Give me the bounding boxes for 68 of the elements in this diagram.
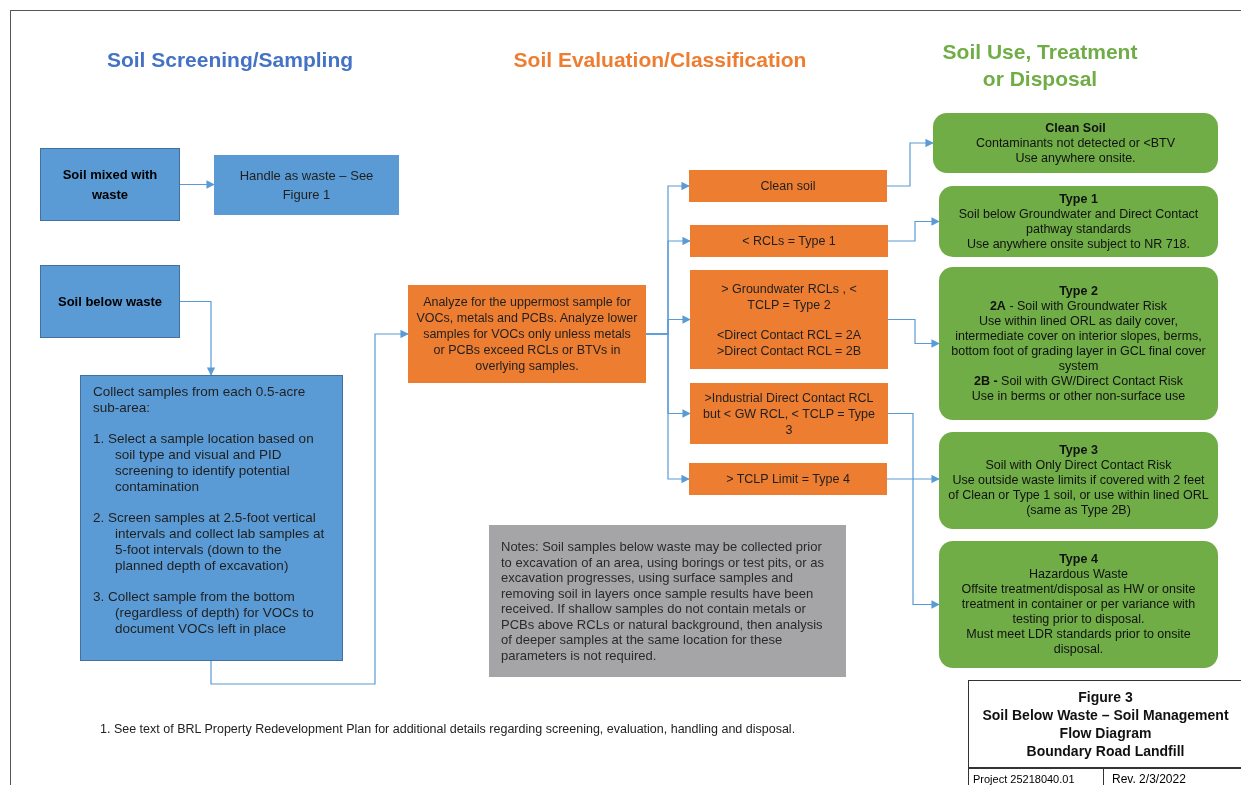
column-heading: Soil Screening/Sampling [105,47,355,73]
outcome-box [939,186,1218,257]
classification-box [689,170,887,202]
box-text: >Industrial Direct Contact RCL but < GW RCL, < TCLP = Type 3 [702,389,876,438]
column-heading: Soil Use, Treatment or Disposal [941,39,1139,92]
box-text: Collect samples from each 0.5-acre sub-area: [93,384,307,416]
footnote: 1. See text of BRL Property Redevelopment Plan for additional details regarding screening, evaluation, handling and disposal. [100,721,796,738]
arrow [179,300,216,376]
outcome-box [939,541,1218,668]
classification-box [689,463,887,495]
box-text: Offsite treatment/disposal as HW or onsite treatment in container or per variance with testing prior to disposal. [960,582,1197,627]
box-text: 2. Screen samples at 2.5-foot vertical intervals and collect lab samples at 5-foot intervals (down to the planned depth of excavation) [93,510,326,574]
column-heading: Soil Evaluation/Classification [512,47,808,73]
box-text: < RCLs = Type 1 [742,233,836,249]
outcome-box [939,267,1218,420]
process-box [80,375,343,661]
box-text: Hazardous Waste [1029,567,1128,582]
arrow [886,474,940,484]
box-text: Type 1 [1059,191,1098,207]
box-text: Soil mixed with waste [61,166,159,204]
arrow [645,333,690,484]
project-number: Project 25218040.01 [968,768,1104,785]
process-box [214,155,399,215]
box-text: Analyze for the uppermost sample for VOCs, metals and PCBs. Analyze lower samples for VOCs only unless metals or PCBs exceed RCLs or BTVs in overlying samples. [416,294,638,374]
box-text: 1. Select a sample location based on soil type and visual and PID screening to identify potential contamination [93,431,315,495]
box-text: Soil with Only Direct Contact Risk [985,458,1172,473]
box-text: Type 3 [1059,443,1098,458]
box-text: Clean Soil [1045,120,1106,136]
arrow [887,217,940,242]
title-block [968,680,1241,768]
classification-box [690,270,888,369]
box-text: Use outside waste limits if covered with 2 feet of Clean or Type 1 soil, or use within lined ORL (same as Type 2B) [947,473,1210,518]
box-text: <Direct Contact RCL = 2A >Direct Contact RCL = 2B [715,326,862,359]
classification-box [408,285,646,383]
outcome-box [933,113,1218,173]
box-text: Use anywhere onsite. [1015,150,1136,166]
box-text: > TCLP Limit = Type 4 [726,471,850,487]
box-text: Boundary Road Landfill [1026,742,1185,760]
box-text: Handle as waste – See Figure 1 [238,166,375,204]
box-text: Soil Below Waste – Soil Management Flow Diagram [981,706,1230,742]
process-box [40,148,180,221]
classification-box [690,383,888,444]
arrow [210,329,409,685]
box-text: Clean soil [760,178,816,194]
box-text: Contaminants not detected or <BTV [975,135,1176,151]
box-text: Type 2 [1059,283,1098,299]
revision-date: Rev. 2/3/2022 [1103,768,1241,785]
classification-box [690,225,888,257]
box-text: 3. Collect sample from the bottom (regardless of depth) for VOCs to document VOCs left in place [93,589,315,637]
outcome-box [939,432,1218,529]
box-text: Type 4 [1059,552,1098,567]
box-text: Must meet LDR standards prior to onsite disposal. [965,627,1192,657]
box-text: Figure 3 [1078,688,1133,706]
note-box [489,525,846,677]
arrow [179,180,215,189]
box-text: 2B - Soil with GW/Direct Contact Risk [973,373,1184,389]
box-text: > Groundwater RCLs , < TCLP = Type 2 [720,280,858,313]
box-text: 2A - Soil with Groundwater Risk [989,298,1168,314]
box-text: Use within lined ORL as daily cover, intermediate cover on interior slopes, berms, bottom foot of grading layer in GCL final cover system [950,313,1207,374]
box-text: Soil below Groundwater and Direct Contact pathway standards [957,206,1200,237]
box-text: Notes: Soil samples below waste may be collected prior to excavation of an area, using borings or test pits, or as excavation progresses, using surface samples and removing soil in layers once sample results have been received. If shallow samples do not contain metals or PCBs above RCLs or natural background, then analysis of deeper samples at the same location for these parameters is not required. [501,539,825,663]
box-text: Soil below waste [58,292,162,311]
arrow [887,318,940,348]
arrow [887,412,940,609]
box-text: Use in berms or other non-surface use [971,388,1186,404]
arrow [886,138,934,187]
process-box [40,265,180,338]
box-text: Use anywhere onsite subject to NR 718. [966,236,1190,252]
